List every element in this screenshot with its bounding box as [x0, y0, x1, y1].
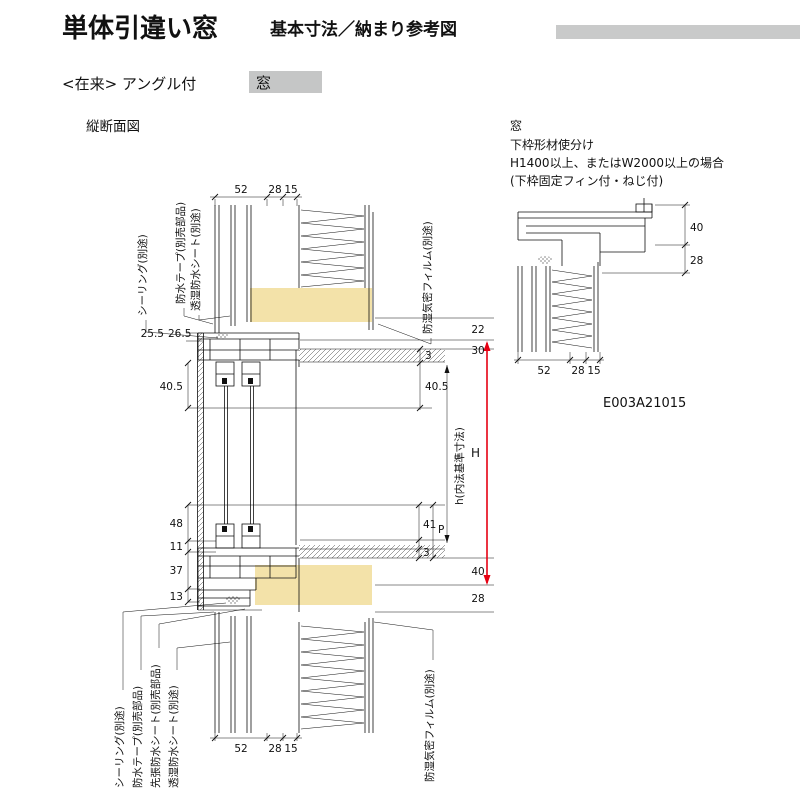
- insulation-zigzag-top: [300, 209, 365, 288]
- dim-48: 48: [170, 518, 183, 530]
- head-frame: [197, 332, 300, 545]
- dim-22: 22: [471, 324, 484, 336]
- series-label: <在来> アングル付: [62, 75, 196, 93]
- drawing-code: E003A21015: [603, 396, 686, 411]
- header-band: [556, 25, 800, 39]
- sealant-detail: [538, 256, 552, 264]
- dim-h-inner-label: h(内法基準寸法): [453, 427, 466, 505]
- note-window: 窓: [510, 118, 522, 133]
- wood-blocking-bottom: [255, 565, 372, 605]
- wood-blocking-top: [250, 288, 372, 322]
- callout-breathable-sheet-top: 透湿防水シート(別途): [189, 208, 202, 311]
- sealant-head: [216, 332, 228, 340]
- upper-wall: [214, 205, 374, 333]
- detail-dim-28: 28: [690, 255, 703, 267]
- dim-25-5: 25.5: [141, 328, 164, 340]
- dim-3-bottom: 3: [423, 547, 430, 559]
- main-section-drawing: 52 28 15: [113, 184, 494, 788]
- h-arrow-head-top: [483, 341, 491, 351]
- callout-pre-applied-sheet-bottom: 先張防水シート(別売部品): [149, 664, 162, 788]
- callout-water-tape-bottom: 防水テープ(別売部品): [131, 686, 144, 788]
- dim-H: H: [471, 446, 480, 460]
- sill-frame: [197, 547, 300, 612]
- lower-wall: [214, 612, 374, 733]
- top-dimension: 52 28 15: [210, 184, 302, 206]
- detail-dim-15: 15: [587, 365, 600, 377]
- section-label: 縦断面図: [86, 119, 140, 135]
- dim-13: 13: [170, 591, 183, 603]
- callout-vapor-film-top: 防湿気密フィルム(別途): [421, 221, 434, 334]
- sashes: [197, 333, 261, 610]
- dim-40-5-left: 40.5: [160, 381, 183, 393]
- dim-26-5: 26.5: [168, 328, 191, 340]
- dim-P: P: [438, 524, 444, 536]
- bottom-dimension: 52 28 15: [210, 733, 302, 755]
- sill-fin: [635, 203, 653, 213]
- dim-37: 37: [170, 565, 183, 577]
- page-title: 単体引違い窓: [62, 13, 218, 44]
- highlight-label: 窓: [256, 74, 271, 92]
- h-arrow-head-bottom: [483, 575, 491, 585]
- callouts-top: シーリング(別途) 防水テープ(別売部品) 透湿防水シート(別途) 防湿気密フィ…: [136, 202, 434, 345]
- glass-panes: [224, 386, 254, 524]
- sealant-sill: [226, 596, 240, 604]
- callout-sealing-top: シーリング(別途): [136, 234, 149, 316]
- dim-40-right: 40: [471, 566, 484, 578]
- detail-dim-52: 52: [537, 365, 550, 377]
- subheader: <在来> アングル付 窓: [62, 71, 322, 93]
- dim-top-28: 28: [268, 184, 281, 196]
- height-arrow: [483, 341, 491, 585]
- highlight-box: [249, 71, 322, 93]
- page-subtitle: 基本寸法／納まり参考図: [269, 19, 457, 40]
- reference-lines: [184, 317, 494, 613]
- detail-drawing: 40 28 52 28 15: [514, 198, 703, 377]
- dim-41: 41: [423, 519, 436, 531]
- note-line3: (下枠固定フィン付・ねじ付): [510, 173, 663, 188]
- callout-vapor-film-bottom: 防湿気密フィルム(別途): [423, 669, 436, 782]
- insulation-zigzag-detail: [551, 269, 593, 349]
- note-line2: H1400以上、またはW2000以上の場合: [510, 155, 724, 170]
- interior-stool-board: [299, 545, 445, 558]
- detail-dim-40: 40: [690, 222, 703, 234]
- callouts-bottom: シーリング(別途) 防水テープ(別売部品) 先張防水シート(別売部品) 透湿防水…: [113, 602, 436, 788]
- dim-40-5-right: 40.5: [425, 381, 448, 393]
- callout-sealing-bottom: シーリング(別途): [113, 706, 126, 788]
- dim-bottom-15: 15: [284, 743, 297, 755]
- page-header: 単体引違い窓 基本寸法／納まり参考図: [62, 13, 800, 44]
- dim-11: 11: [170, 541, 183, 553]
- insulation-zigzag-bottom: [300, 625, 365, 730]
- dim-top-52: 52: [234, 184, 247, 196]
- interior-head-board: [299, 349, 445, 362]
- note-line1: 下枠形材使分け: [510, 137, 594, 152]
- callout-breathable-sheet-bottom: 透湿防水シート(別途): [167, 685, 180, 788]
- callout-water-tape-top: 防水テープ(別売部品): [174, 202, 187, 304]
- side-note: 窓 下枠形材使分け H1400以上、またはW2000以上の場合 (下枠固定フィン…: [510, 118, 724, 411]
- dim-top-15: 15: [284, 184, 297, 196]
- dim-bottom-52: 52: [234, 743, 247, 755]
- dim-3-top: 3: [425, 350, 432, 362]
- frame-strip-hatch: [197, 333, 204, 610]
- detail-dim-28b: 28: [571, 365, 584, 377]
- dim-30: 30: [471, 345, 484, 357]
- dim-28-right: 28: [471, 593, 484, 605]
- dim-bottom-28: 28: [268, 743, 281, 755]
